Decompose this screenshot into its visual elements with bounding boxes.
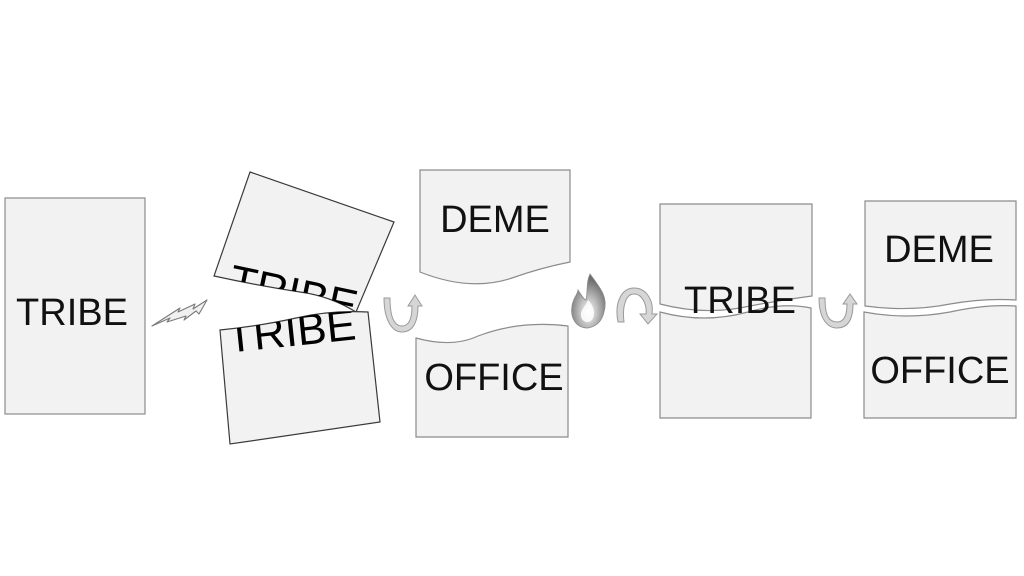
deme-office-split-card: DEME OFFICE xyxy=(863,200,1017,419)
deme-adjacent-label: DEME xyxy=(884,229,994,271)
office-adjacent-label: OFFICE xyxy=(870,350,1009,392)
office-piece: OFFICE xyxy=(415,323,569,438)
tribe-intact-label: TRIBE xyxy=(16,292,128,334)
torn-top-piece: TRIBE xyxy=(213,171,395,313)
fused-top-half xyxy=(659,203,813,312)
tribe-split-card: TRIBE TRIBE xyxy=(213,171,395,445)
deme-piece-adjacent: DEME xyxy=(864,200,1017,310)
curved-arrow-icon xyxy=(383,294,423,333)
office-piece-adjacent: OFFICE xyxy=(863,305,1017,419)
curved-arrow-icon xyxy=(818,293,858,329)
flame-icon xyxy=(571,273,606,329)
deme-office-card: DEME OFFICE xyxy=(415,169,571,438)
tribe-fused-card: TRIBE xyxy=(659,203,813,419)
office-label: OFFICE xyxy=(424,357,563,399)
lightning-bolt-icon xyxy=(151,299,208,327)
deme-label: DEME xyxy=(440,199,550,241)
torn-bottom-piece: TRIBE xyxy=(219,311,381,445)
tribe-fused-label: TRIBE xyxy=(684,280,796,322)
tribe-intact-card: TRIBE xyxy=(4,197,146,415)
deme-piece: DEME xyxy=(419,169,571,285)
curved-arrow-icon xyxy=(616,287,659,325)
tribe-intact-paper xyxy=(4,197,146,415)
fused-bottom-half xyxy=(659,305,812,419)
